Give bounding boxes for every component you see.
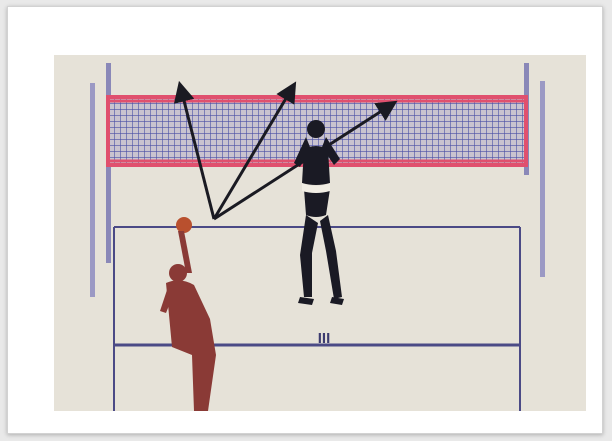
image-card: III [7, 6, 603, 434]
volleyball-diagram-image: III [54, 55, 586, 411]
court-marker-text: III [318, 330, 331, 347]
ball [176, 217, 192, 233]
volleyball-diagram-svg: III [54, 55, 586, 411]
